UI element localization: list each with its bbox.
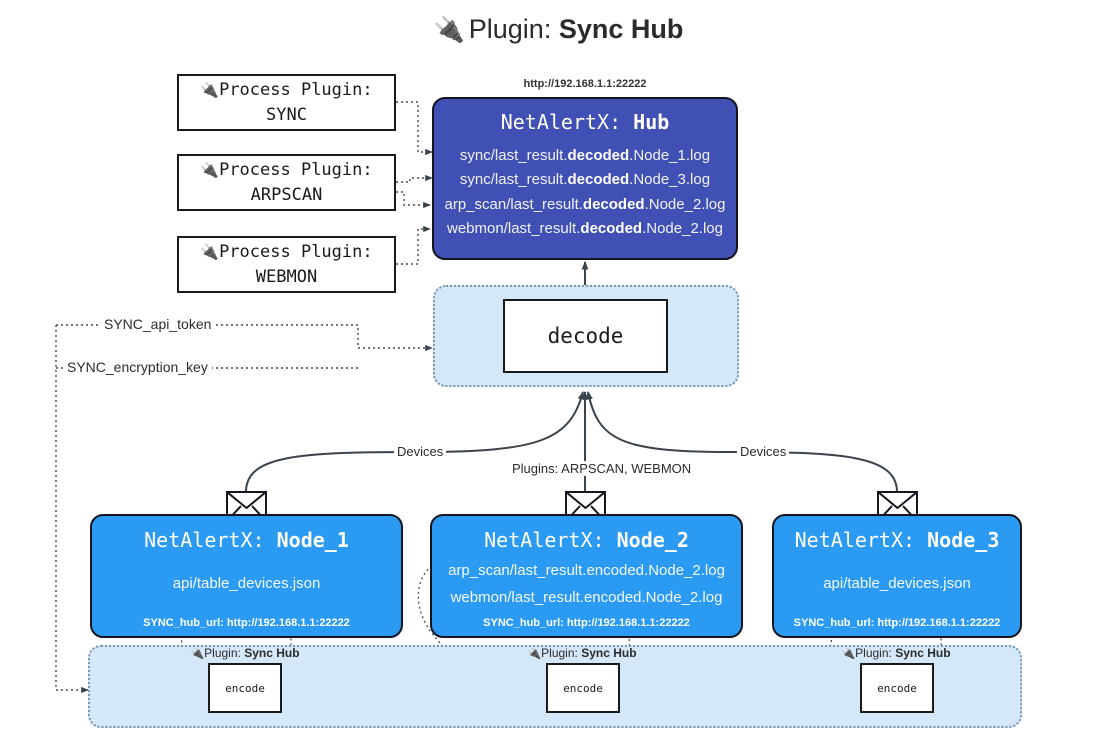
hub-box[interactable]: NetAlertX: Hub sync/last_result.decoded.… [432,97,738,260]
node-line: api/table_devices.json [823,575,971,593]
edge-label-devices-left: Devices [394,444,447,459]
process-plugin-box-sync[interactable]: 🔌Process Plugin: SYNC [177,74,396,131]
plug-icon: 🔌 [433,16,465,44]
title-prefix: Plugin: [468,14,552,44]
plugin-caption-node-1: 🔌Plugin: Sync Hub [190,646,300,660]
process-plugin-line1: 🔌Process Plugin: [200,241,373,262]
encode-box-node-2[interactable]: encode [546,663,620,713]
process-plugin-box-arpscan[interactable]: 🔌Process Plugin: ARPSCAN [177,154,396,211]
hub-url-label: http://192.168.1.1:22222 [523,78,647,90]
plugin-caption-node-3: 🔌Plugin: Sync Hub [841,646,951,660]
encode-box-node-3[interactable]: encode [860,663,934,713]
plug-icon: 🔌 [200,160,220,179]
sync-encryption-key-label: SYNC_encryption_key [63,359,212,375]
node-box-node-3[interactable]: NetAlertX: Node_3 api/table_devices.json… [772,514,1022,638]
node-title: NetAlertX: Node_2 [484,528,689,552]
process-plugin-line2: WEBMON [255,266,318,287]
node-lines: api/table_devices.json [774,552,1020,617]
node-title: NetAlertX: Node_3 [794,528,1000,552]
node-box-node-2[interactable]: NetAlertX: Node_2 arp_scan/last_result.e… [430,514,743,638]
node-lines: arp_scan/last_result.encoded.Node_2.log … [432,552,741,617]
node-lines: api/table_devices.json [92,552,401,617]
hub-log-line: sync/last_result.decoded.Node_3.log [459,171,711,189]
page-title: 🔌Plugin: Sync Hub [0,14,1117,45]
node-footer: SYNC_hub_url: http://192.168.1.1:22222 [143,617,350,629]
plug-icon: 🔌 [190,648,205,660]
plug-icon: 🔌 [200,242,220,261]
hub-log-line: sync/last_result.decoded.Node_1.log [459,147,711,164]
process-plugin-line1: 🔌Process Plugin: [200,159,373,180]
node-line: webmon/last_result.encoded.Node_2.log [450,588,723,606]
decode-box[interactable]: decode [503,299,668,373]
plug-icon: 🔌 [841,648,856,660]
plugin-caption-node-2: 🔌Plugin: Sync Hub [527,646,637,660]
sync-api-token-label: SYNC_api_token [100,316,216,332]
encode-box-node-1[interactable]: encode [208,663,282,713]
hub-title: NetAlertX: Hub [500,110,670,134]
node-box-node-1[interactable]: NetAlertX: Node_1 api/table_devices.json… [90,514,403,638]
process-plugin-line1: 🔌Process Plugin: [200,79,373,100]
node-footer: SYNC_hub_url: http://192.168.1.1:22222 [793,617,1001,629]
plug-icon: 🔌 [200,80,220,99]
process-plugin-box-webmon[interactable]: 🔌Process Plugin: WEBMON [177,236,396,293]
hub-log-line: arp_scan/last_result.decoded.Node_2.log [444,195,726,213]
edge-label-plugins-center: Plugins: ARPSCAN, WEBMON [509,461,695,476]
node-line: api/table_devices.json [172,575,321,593]
hub-log-line: webmon/last_result.decoded.Node_2.log [447,219,723,237]
node-title: NetAlertX: Node_1 [144,528,349,552]
edge-label-devices-right: Devices [737,444,790,459]
plug-icon: 🔌 [527,648,542,660]
node-line: arp_scan/last_result.encoded.Node_2.log [448,562,725,580]
process-plugin-line2: SYNC [266,104,307,125]
process-plugin-line2: ARPSCAN [250,184,323,205]
title-name: Sync Hub [558,14,684,44]
node-footer: SYNC_hub_url: http://192.168.1.1:22222 [483,617,690,629]
